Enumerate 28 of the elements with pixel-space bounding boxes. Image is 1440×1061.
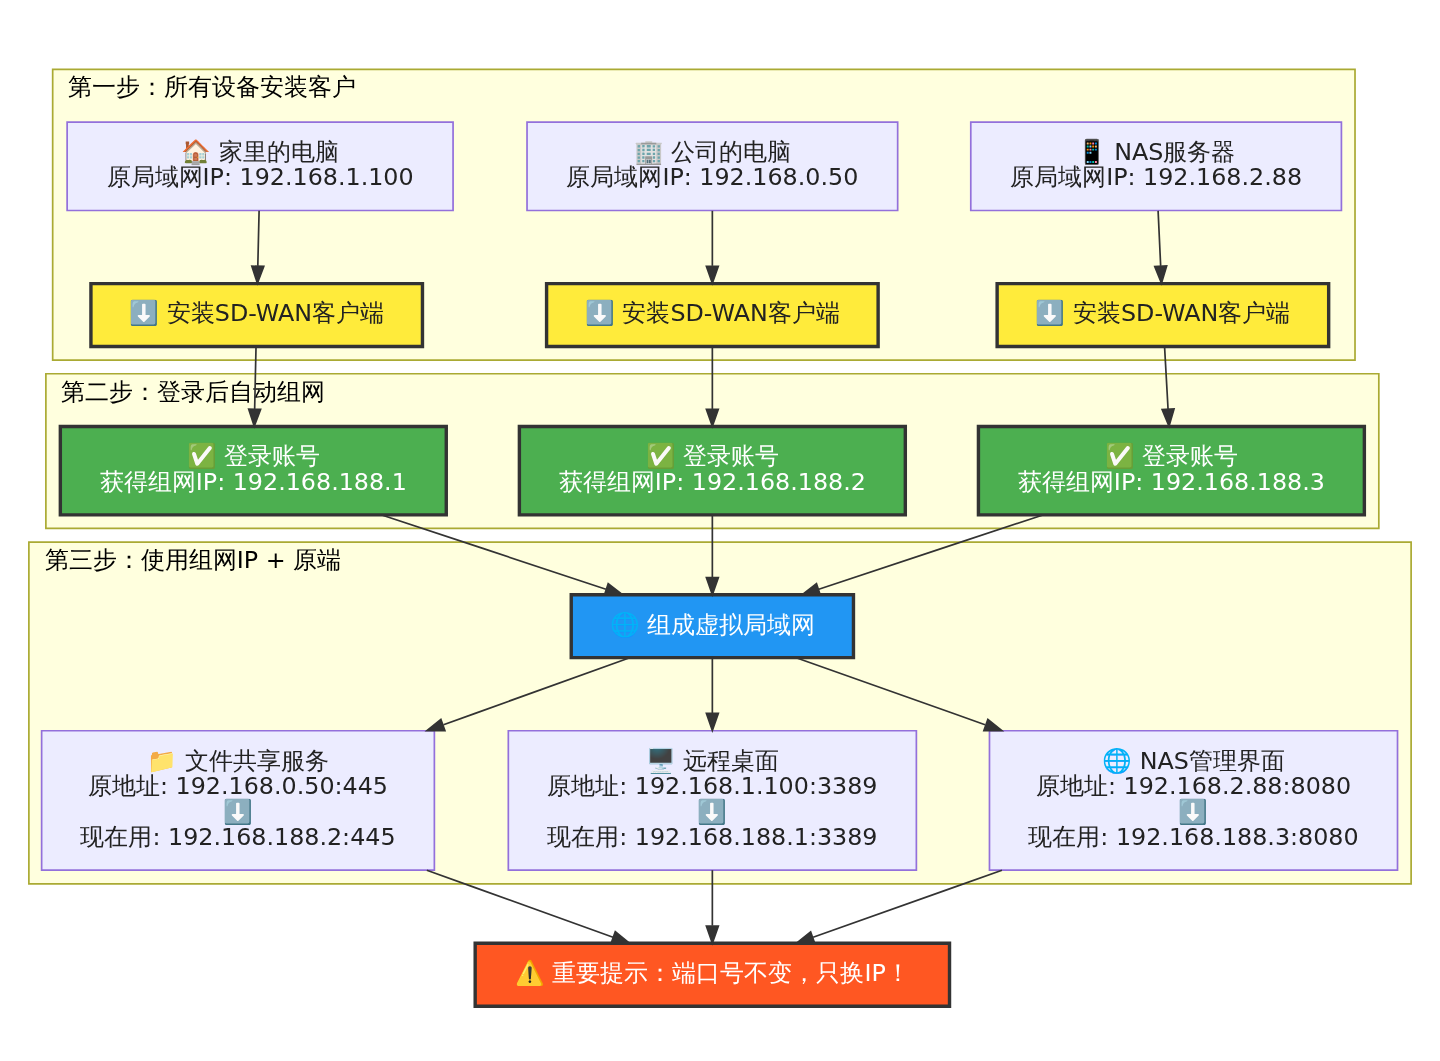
node-box: ⬇ 安装SD-WAN客户端 bbox=[995, 281, 1331, 348]
arrow bbox=[1160, 345, 1176, 429]
arrow bbox=[705, 345, 720, 429]
node-box: ⚠ 重要提示：端口号不变，只换IP！ bbox=[473, 941, 952, 1008]
arrow bbox=[424, 656, 631, 732]
arrow bbox=[250, 209, 265, 286]
arrow bbox=[380, 513, 625, 596]
arrow bbox=[705, 868, 720, 946]
node-box: ⬇ 安装SD-WAN客户端 bbox=[544, 281, 880, 348]
arrow bbox=[705, 209, 720, 286]
node-box: 📱 NAS服务器 原局域网IP: 192.168.2.88 bbox=[969, 120, 1343, 211]
node-box: ⬇ 安装SD-WAN客户端 bbox=[89, 281, 425, 348]
arrow bbox=[705, 656, 720, 733]
arrow bbox=[795, 656, 1005, 732]
arrow bbox=[247, 345, 262, 429]
node-box: ✅ 登录账号 获得组网IP: 192.168.188.1 bbox=[58, 424, 448, 517]
node-box: 📁 文件共享服务 原地址: 192.168.0.50:445 ⬇ 现在用: 192.168.188.2:445 bbox=[40, 729, 436, 871]
arrow bbox=[426, 868, 632, 944]
node-box: 🏢 公司的电脑 原局域网IP: 192.168.0.50 bbox=[526, 120, 899, 211]
arrow bbox=[794, 868, 1003, 944]
arrow bbox=[1153, 209, 1168, 286]
arrow bbox=[705, 514, 720, 597]
node-box: 🏠 家里的电脑 原局域网IP: 192.168.1.100 bbox=[66, 120, 454, 211]
node-box: ✅ 登录账号 获得组网IP: 192.168.188.3 bbox=[976, 424, 1367, 517]
node-box: 🌐 组成虚拟局域网 bbox=[569, 592, 856, 659]
node-box: 🌐 NAS管理界面 原地址: 192.168.2.88:8080 ⬇ 现在用: 192.168.188.3:8080 bbox=[988, 729, 1399, 871]
node-box: ✅ 登录账号 获得组网IP: 192.168.188.2 bbox=[517, 424, 908, 517]
node-box: 🖥 远程桌面 原地址: 192.168.1.100:3389 ⬇ 现在用: 192.168.188.1:3389 bbox=[507, 729, 918, 871]
